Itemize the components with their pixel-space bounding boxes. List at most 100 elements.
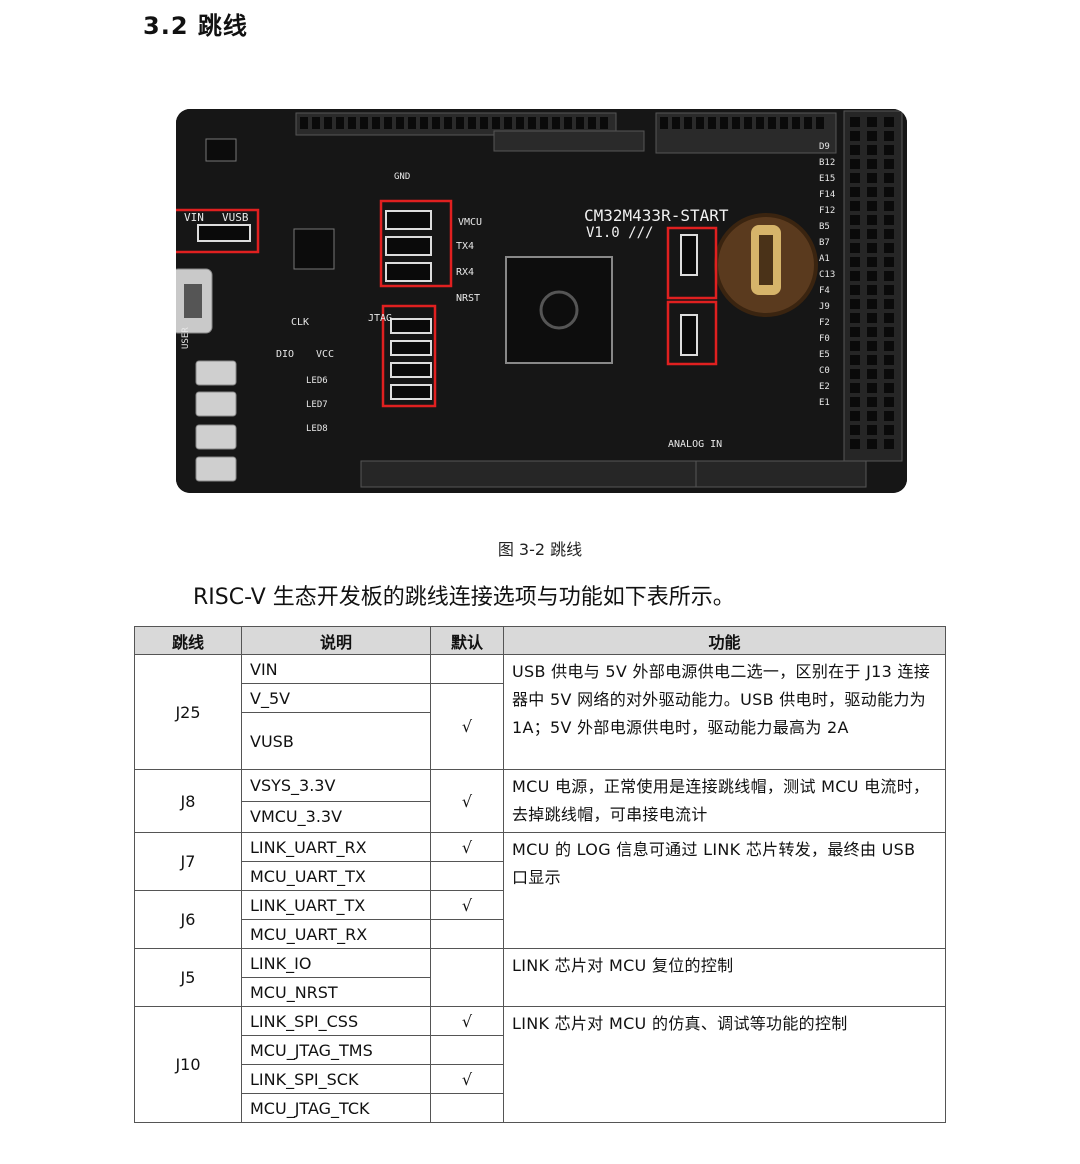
led7-label: LED7: [306, 400, 328, 410]
header-pin: [850, 397, 860, 407]
header-pin: [348, 117, 356, 129]
header-pin: [884, 187, 894, 197]
table-row: MCU_JTAG_TCK: [135, 1093, 946, 1123]
desc-cell: MCU_UART_TX: [241, 861, 431, 891]
header-pin: [850, 145, 860, 155]
table-row: J25 VIN USB 供电与 5V 外部电源供电二选一，区别在于 J13 连接…: [134, 654, 946, 770]
dio-label: DIO: [276, 349, 294, 360]
right-header-label: E1: [819, 398, 830, 408]
table-row: J5 LINK_IO LINK 芯片对 MCU 复位的控制: [134, 948, 946, 1007]
header-pin: [867, 215, 877, 225]
jumper-cell: J10: [134, 1006, 242, 1123]
intro-text: RISC-V 生态开发板的跳线连接选项与功能如下表所示。: [193, 585, 735, 610]
jumper-table: 跳线 说明 默认 功能 J25 VIN USB 供电与 5V 外部电源供电二选一…: [134, 626, 946, 1123]
header-pin: [850, 201, 860, 211]
default-cell: [430, 654, 504, 684]
section-heading: 3.2 跳线: [143, 12, 248, 40]
jumper-caps: [197, 210, 698, 400]
desc-cell: LINK_SPI_CSS: [241, 1006, 431, 1036]
header-pin: [468, 117, 476, 129]
header-pin: [600, 117, 608, 129]
header-pin: [867, 243, 877, 253]
vusb-label: VUSB: [222, 211, 249, 224]
header-pin: [850, 299, 860, 309]
header-pin: [420, 117, 428, 129]
header-pin: [720, 117, 728, 129]
default-cell: √: [430, 832, 504, 862]
led6-label: LED6: [306, 376, 328, 386]
header-pin: [884, 313, 894, 323]
header-pin: [384, 117, 392, 129]
header-pin: [884, 173, 894, 183]
gnd-label: GND: [394, 172, 410, 182]
desc-cell: MCU_NRST: [241, 977, 431, 1007]
desc-cell: LINK_IO: [241, 948, 431, 978]
header-pin: [324, 117, 332, 129]
jumper-cell: J5: [134, 948, 242, 1007]
header-pin: [884, 397, 894, 407]
header-pin: [850, 355, 860, 365]
default-cell: [430, 1035, 504, 1065]
desc-cell: MCU_JTAG_TMS: [241, 1035, 431, 1065]
right-header-label: C0: [819, 366, 830, 376]
default-cell: [430, 919, 504, 949]
desc-cell: V_5V: [241, 683, 431, 713]
header-pin: [884, 271, 894, 281]
header-pin: [516, 117, 524, 129]
header-pin: [867, 341, 877, 351]
header-pin: [850, 187, 860, 197]
vmcu-label: VMCU: [458, 217, 482, 228]
function-cell: LINK 芯片对 MCU 的仿真、调试等功能的控制: [503, 1006, 946, 1123]
right-header-label: E5: [819, 350, 830, 360]
function-cell: LINK 芯片对 MCU 复位的控制: [503, 948, 946, 1007]
header-pin: [867, 299, 877, 309]
default-cell: √: [430, 769, 504, 833]
function-cell: USB 供电与 5V 外部电源供电二选一，区别在于 J13 连接器中 5V 网络…: [503, 654, 946, 770]
buttons: [195, 360, 237, 482]
header-pin: [360, 117, 368, 129]
vcc-label: VCC: [316, 349, 334, 360]
default-cell: √: [430, 890, 504, 920]
header-pin: [867, 187, 877, 197]
desc-cell: MCU_JTAG_TCK: [241, 1093, 431, 1123]
default-cell: √: [430, 683, 504, 770]
header-pin: [867, 285, 877, 295]
header-pin: [867, 327, 877, 337]
header-pin: [756, 117, 764, 129]
header-pin: [867, 257, 877, 267]
header-pin: [552, 117, 560, 129]
jumper-cell: J8: [134, 769, 242, 833]
header-pin: [396, 117, 404, 129]
header-pin: [432, 117, 440, 129]
header-pin: [850, 215, 860, 225]
header-pin: [867, 439, 877, 449]
header-pin: [804, 117, 812, 129]
header-pin: [884, 439, 894, 449]
header-pin: [884, 117, 894, 127]
header-pin: [696, 117, 704, 129]
desc-cell: MCU_UART_RX: [241, 919, 431, 949]
header-pin: [884, 243, 894, 253]
analog-in-label: ANALOG IN: [668, 439, 722, 450]
header-pin: [480, 117, 488, 129]
figure-caption: 图 3-2 跳线: [497, 540, 583, 559]
header-pin: [850, 369, 860, 379]
table-row: MCU_NRST: [135, 977, 946, 1007]
header-default: 默认: [430, 626, 504, 655]
user-label: USER: [181, 327, 191, 349]
header-pin: [444, 117, 452, 129]
default-cell: √: [430, 1064, 504, 1094]
right-header-label: A1: [819, 254, 830, 264]
right-header-label: B12: [819, 158, 835, 168]
header-pin: [884, 355, 894, 365]
right-header-label: B5: [819, 222, 830, 232]
header-desc: 说明: [241, 626, 431, 655]
header-pin: [850, 439, 860, 449]
header-pin: [660, 117, 668, 129]
header-pin: [684, 117, 692, 129]
default-cell: √: [430, 1006, 504, 1036]
header-pin: [867, 201, 877, 211]
header-pin: [850, 117, 860, 127]
table-row: MCU_JTAG_TMS: [135, 1035, 946, 1065]
header-pin: [850, 411, 860, 421]
